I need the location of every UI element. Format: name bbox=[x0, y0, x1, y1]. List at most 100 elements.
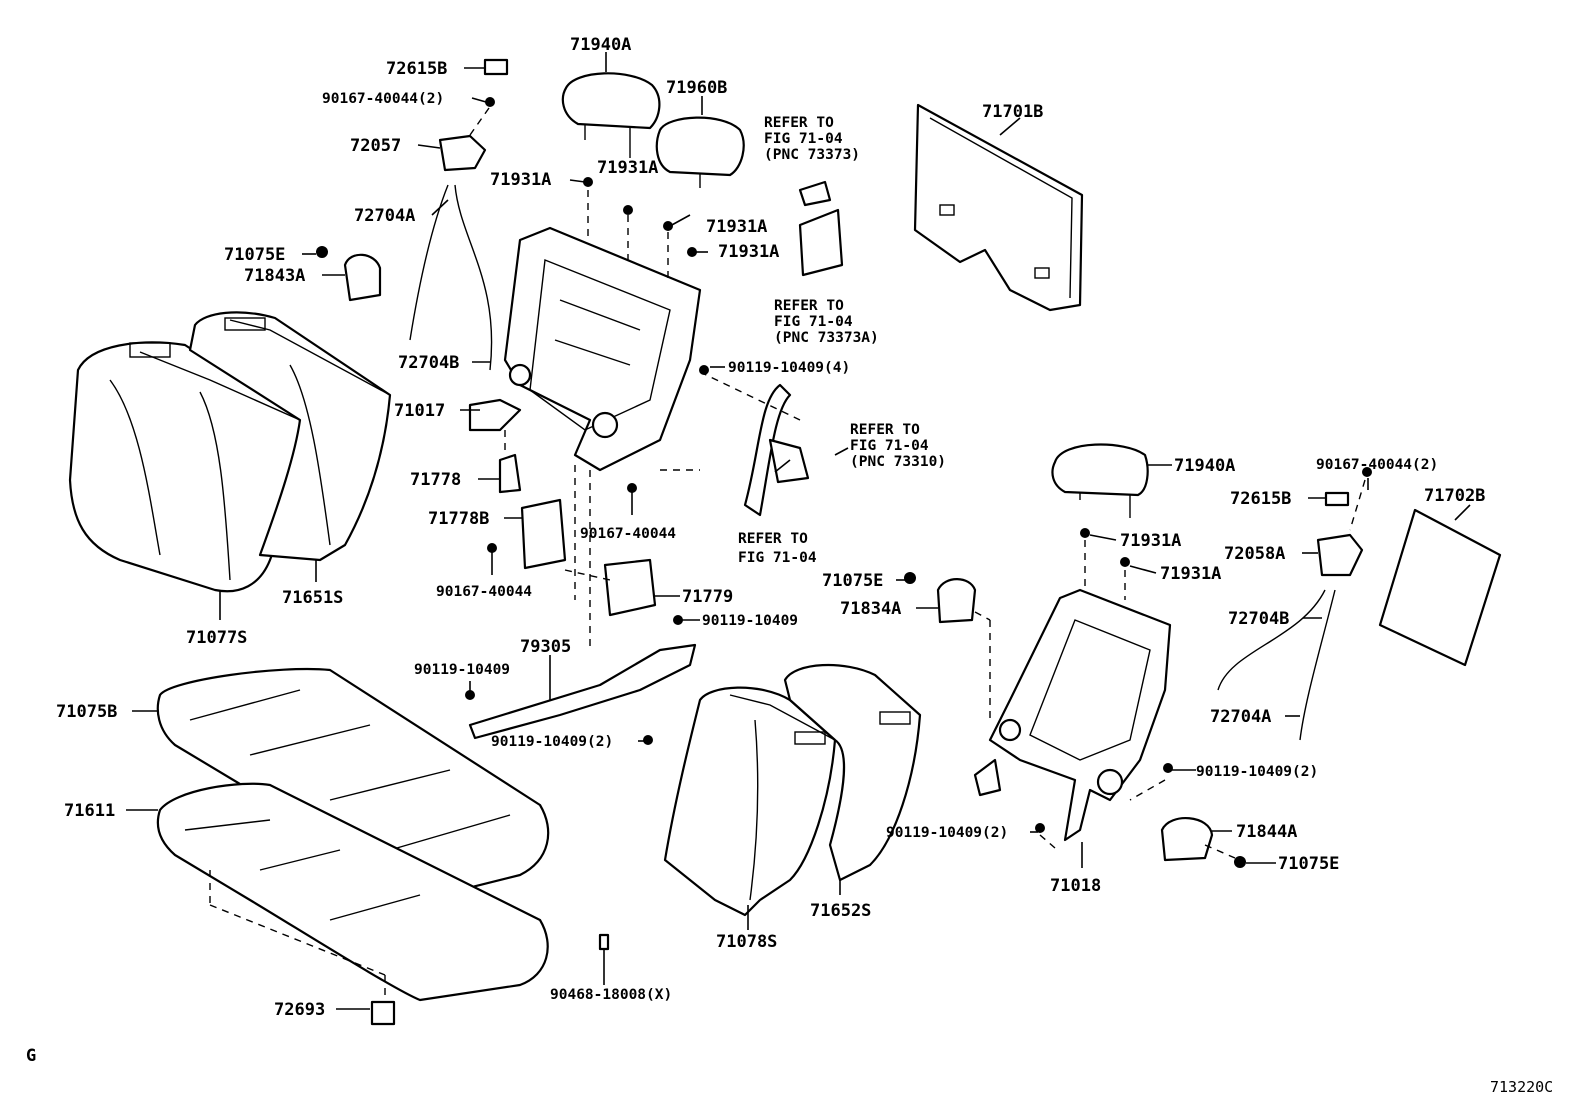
refer-note-73373: REFER TO FIG 71-04 (PNC 73373) bbox=[764, 115, 860, 163]
refer-note-line: REFER TO bbox=[850, 422, 920, 438]
callout-71078s: 71078S bbox=[716, 932, 777, 952]
refer-note-line: FIG 71-04 bbox=[764, 131, 843, 147]
refer-note-line: REFER TO bbox=[738, 531, 808, 547]
seat-cushion-71611 bbox=[156, 782, 549, 1002]
cable-72704b-left bbox=[454, 184, 493, 371]
callout-90167-40044-2-left: 90167-40044(2) bbox=[322, 91, 444, 107]
callout-72704a-left: 72704A bbox=[354, 206, 415, 226]
clip-72693 bbox=[370, 1000, 396, 1026]
refer-part-b bbox=[798, 208, 844, 277]
callout-72615b-right: 72615B bbox=[1230, 489, 1291, 509]
callout-71779: 71779 bbox=[682, 587, 733, 607]
seat-cushion-71075b bbox=[156, 667, 550, 897]
callout-71651s: 71651S bbox=[282, 588, 343, 608]
callout-labels: 71940A 71960B 72615B 90167-40044(2) 7205… bbox=[56, 35, 1485, 1020]
callout-71075e-left: 71075E bbox=[224, 245, 285, 265]
cover-71779 bbox=[603, 558, 657, 617]
refer-note-line: (PNC 73310) bbox=[850, 454, 946, 470]
callout-71931a-6: 71931A bbox=[1160, 564, 1221, 584]
refer-note-line: FIG 71-04 bbox=[850, 438, 929, 454]
leader-lines bbox=[126, 52, 1471, 1010]
callout-71843a: 71843A bbox=[244, 266, 305, 286]
seatback-frame-71017 bbox=[468, 226, 702, 472]
bolt-71075e-right bbox=[1234, 856, 1246, 868]
refer-note-73310: REFER TO FIG 71-04 (PNC 73310) bbox=[850, 422, 946, 470]
callout-72704b-left: 72704B bbox=[398, 353, 459, 373]
callout-90119-10409-2-mid: 90119-10409(2) bbox=[491, 734, 613, 750]
callout-90119-10409-4: 90119-10409(4) bbox=[728, 360, 850, 376]
callout-90119-10409-mid: 90119-10409 bbox=[702, 613, 798, 629]
callout-72704a-right: 72704A bbox=[1210, 707, 1271, 727]
board-71702b bbox=[1378, 508, 1502, 667]
fastener-markers bbox=[465, 97, 1372, 833]
callout-71018: 71018 bbox=[1050, 876, 1101, 896]
callout-71931a-1: 71931A bbox=[490, 170, 551, 190]
refer-note-73373a: REFER TO FIG 71-04 (PNC 73373A) bbox=[774, 298, 879, 346]
callout-71940a-top: 71940A bbox=[570, 35, 631, 55]
cable-72704a-left bbox=[409, 184, 449, 341]
hinge-cover-71844a bbox=[1160, 816, 1214, 862]
callout-71017: 71017 bbox=[394, 401, 445, 421]
bolt-71075e-mid bbox=[904, 572, 916, 584]
callout-72057: 72057 bbox=[350, 136, 401, 156]
cable-72704a-right bbox=[1299, 589, 1336, 741]
callout-71940a-right: 71940A bbox=[1174, 456, 1235, 476]
bracket-71778b bbox=[520, 498, 567, 570]
lock-assembly-72057 bbox=[438, 58, 509, 172]
callout-71075e-mid: 71075E bbox=[822, 571, 883, 591]
hinge-cover-71843a bbox=[343, 253, 382, 302]
headrest-71940a-right bbox=[1051, 443, 1149, 518]
refer-part-a bbox=[798, 180, 832, 207]
callout-71931a-5: 71931A bbox=[1120, 531, 1181, 551]
headrest-71960b bbox=[655, 116, 745, 188]
refer-note-line: FIG 71-04 bbox=[738, 550, 817, 566]
callout-90119-10409-left: 90119-10409 bbox=[414, 662, 510, 678]
figure-code: 713220C bbox=[1490, 1078, 1553, 1096]
callout-71960b: 71960B bbox=[666, 78, 727, 98]
refer-note-line: REFER TO bbox=[774, 298, 844, 314]
refer-note-fig-71-04: REFER TO FIG 71-04 bbox=[738, 531, 817, 566]
refer-note-line: (PNC 73373) bbox=[764, 147, 860, 163]
headrest-71940a-top bbox=[561, 72, 661, 158]
callout-71077s: 71077S bbox=[186, 628, 247, 648]
refer-note-line: (PNC 73373A) bbox=[774, 330, 879, 346]
callout-90468-18008-x: 90468-18008(X) bbox=[550, 987, 672, 1003]
seat-belt-assembly bbox=[743, 383, 810, 517]
callout-79305: 79305 bbox=[520, 637, 571, 657]
callout-71075b: 71075B bbox=[56, 702, 117, 722]
bracket-71778 bbox=[498, 453, 522, 494]
callout-71652s: 71652S bbox=[810, 901, 871, 921]
bracket-79305 bbox=[468, 643, 697, 740]
callout-72615b-left: 72615B bbox=[386, 59, 447, 79]
cover-72615b-right bbox=[1324, 491, 1350, 507]
callout-71702b: 71702B bbox=[1424, 486, 1485, 506]
callout-71931a-2: 71931A bbox=[597, 158, 658, 178]
bolt-71075e-left bbox=[316, 246, 328, 258]
cable-72704b-right bbox=[1217, 589, 1326, 691]
board-71701b bbox=[913, 103, 1084, 312]
callout-71931a-3: 71931A bbox=[706, 217, 767, 237]
callout-72693: 72693 bbox=[274, 1000, 325, 1020]
callout-72704b-right: 72704B bbox=[1228, 609, 1289, 629]
refer-note-line: FIG 71-04 bbox=[774, 314, 853, 330]
alignment-dashes bbox=[209, 107, 1366, 1000]
seatback-cover-71651s bbox=[188, 311, 392, 562]
callout-71844a: 71844A bbox=[1236, 822, 1297, 842]
callout-71931a-4: 71931A bbox=[718, 242, 779, 262]
callout-90119-10409-2-low: 90119-10409(2) bbox=[886, 825, 1008, 841]
seatback-cover-71652s bbox=[783, 663, 922, 882]
callout-71778b: 71778B bbox=[428, 509, 489, 529]
callout-71778: 71778 bbox=[410, 470, 461, 490]
seatback-cover-71078s bbox=[663, 686, 837, 917]
callout-90119-10409-2-right: 90119-10409(2) bbox=[1196, 764, 1318, 780]
refer-note-line: REFER TO bbox=[764, 115, 834, 131]
seatback-frame-71018 bbox=[973, 588, 1172, 842]
lock-assembly-72058a bbox=[1316, 533, 1364, 577]
callout-71075e-right: 71075E bbox=[1278, 854, 1339, 874]
callout-71701b: 71701B bbox=[982, 102, 1043, 122]
clip-90468-18008 bbox=[598, 933, 610, 951]
corner-letter: G bbox=[26, 1046, 36, 1066]
callout-71611: 71611 bbox=[64, 801, 115, 821]
